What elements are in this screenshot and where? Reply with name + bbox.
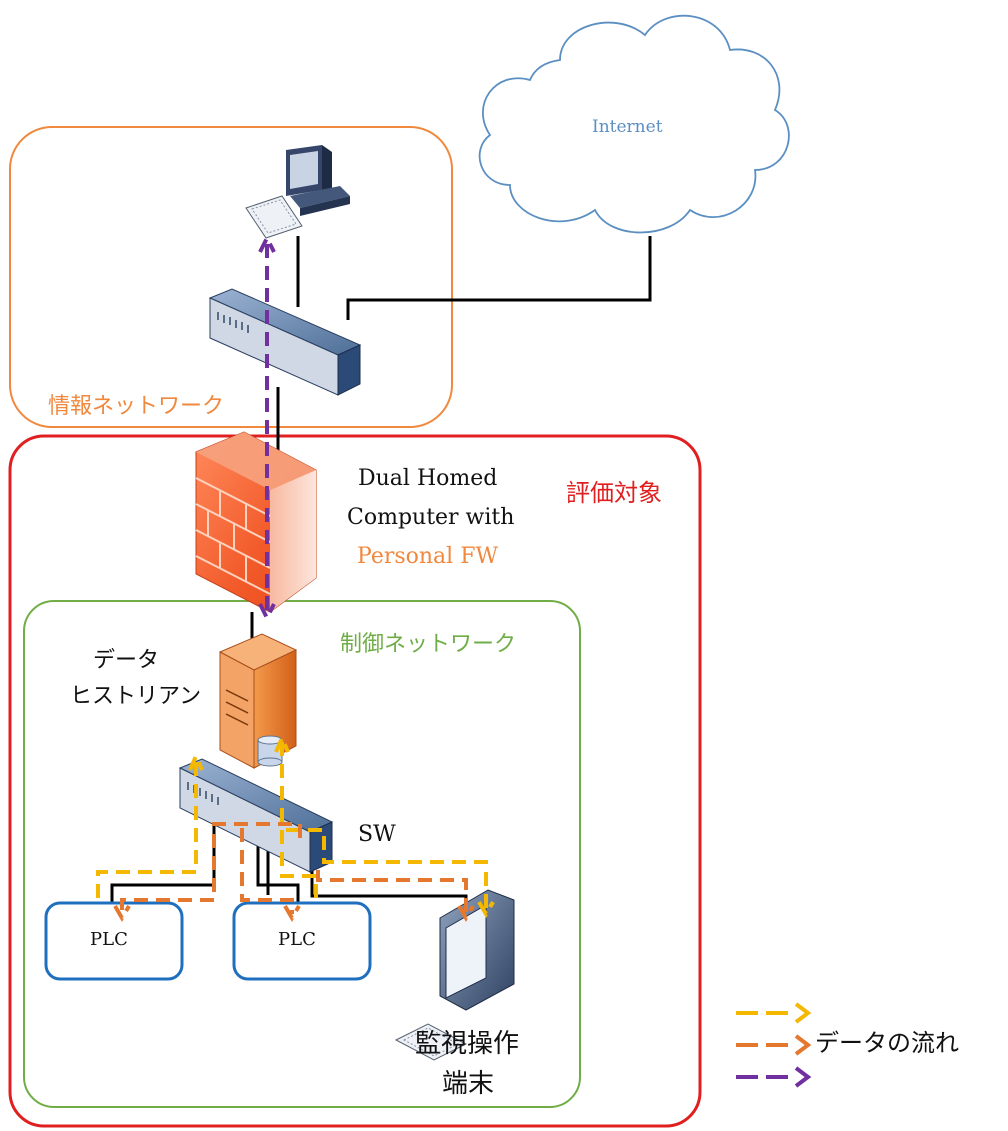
info-network-label: 情報ネットワーク: [48, 394, 225, 419]
terminal-label-1: 監視操作: [415, 1029, 520, 1059]
data-flow-purple: [258, 233, 276, 623]
control-network-label: 制御ネットワーク: [340, 632, 517, 657]
info-network-zone: [9, 126, 453, 428]
dual-homed-label-2: Computer with: [347, 505, 515, 530]
keyboard-icon: [394, 1023, 468, 1061]
keyboard-icon: [245, 195, 303, 239]
arrow-icon: [736, 1002, 812, 1024]
control-network-zone: [23, 600, 581, 1108]
arrow-icon: [736, 1066, 812, 1088]
workstation-icon: [245, 145, 350, 239]
evaluation-target-zone: [8, 434, 702, 1128]
dual-homed-label-1: Dual Homed: [358, 466, 498, 491]
legend: [736, 1002, 812, 1088]
network-switch-icon: [208, 288, 362, 396]
evaluation-target-label: 評価対象: [566, 479, 662, 507]
cloud-icon: [478, 14, 790, 234]
terminal-label-2: 端末: [442, 1069, 495, 1099]
legend-label: データの流れ: [815, 1029, 959, 1057]
database-icon: [257, 735, 283, 767]
historian-label-1: データ: [93, 648, 160, 673]
arrow-icon: [736, 1034, 812, 1056]
firewall-icon: [195, 431, 317, 613]
historian-label-2: ヒストリアン: [70, 684, 202, 709]
monitor-icon: [394, 889, 515, 1061]
plc-right: [232, 901, 372, 981]
plc-left: [44, 901, 184, 981]
control-switch-icon: [178, 758, 334, 873]
server-icon: [218, 633, 298, 769]
plc-left-label: PLC: [90, 929, 128, 950]
data-flow-yellow: [96, 732, 495, 918]
internet-label: Internet: [592, 117, 663, 137]
data-flow-orange: [113, 822, 475, 922]
plc-right-label: PLC: [278, 929, 316, 950]
dual-homed-label-3: Personal FW: [357, 544, 499, 569]
switch-label: SW: [358, 822, 396, 847]
